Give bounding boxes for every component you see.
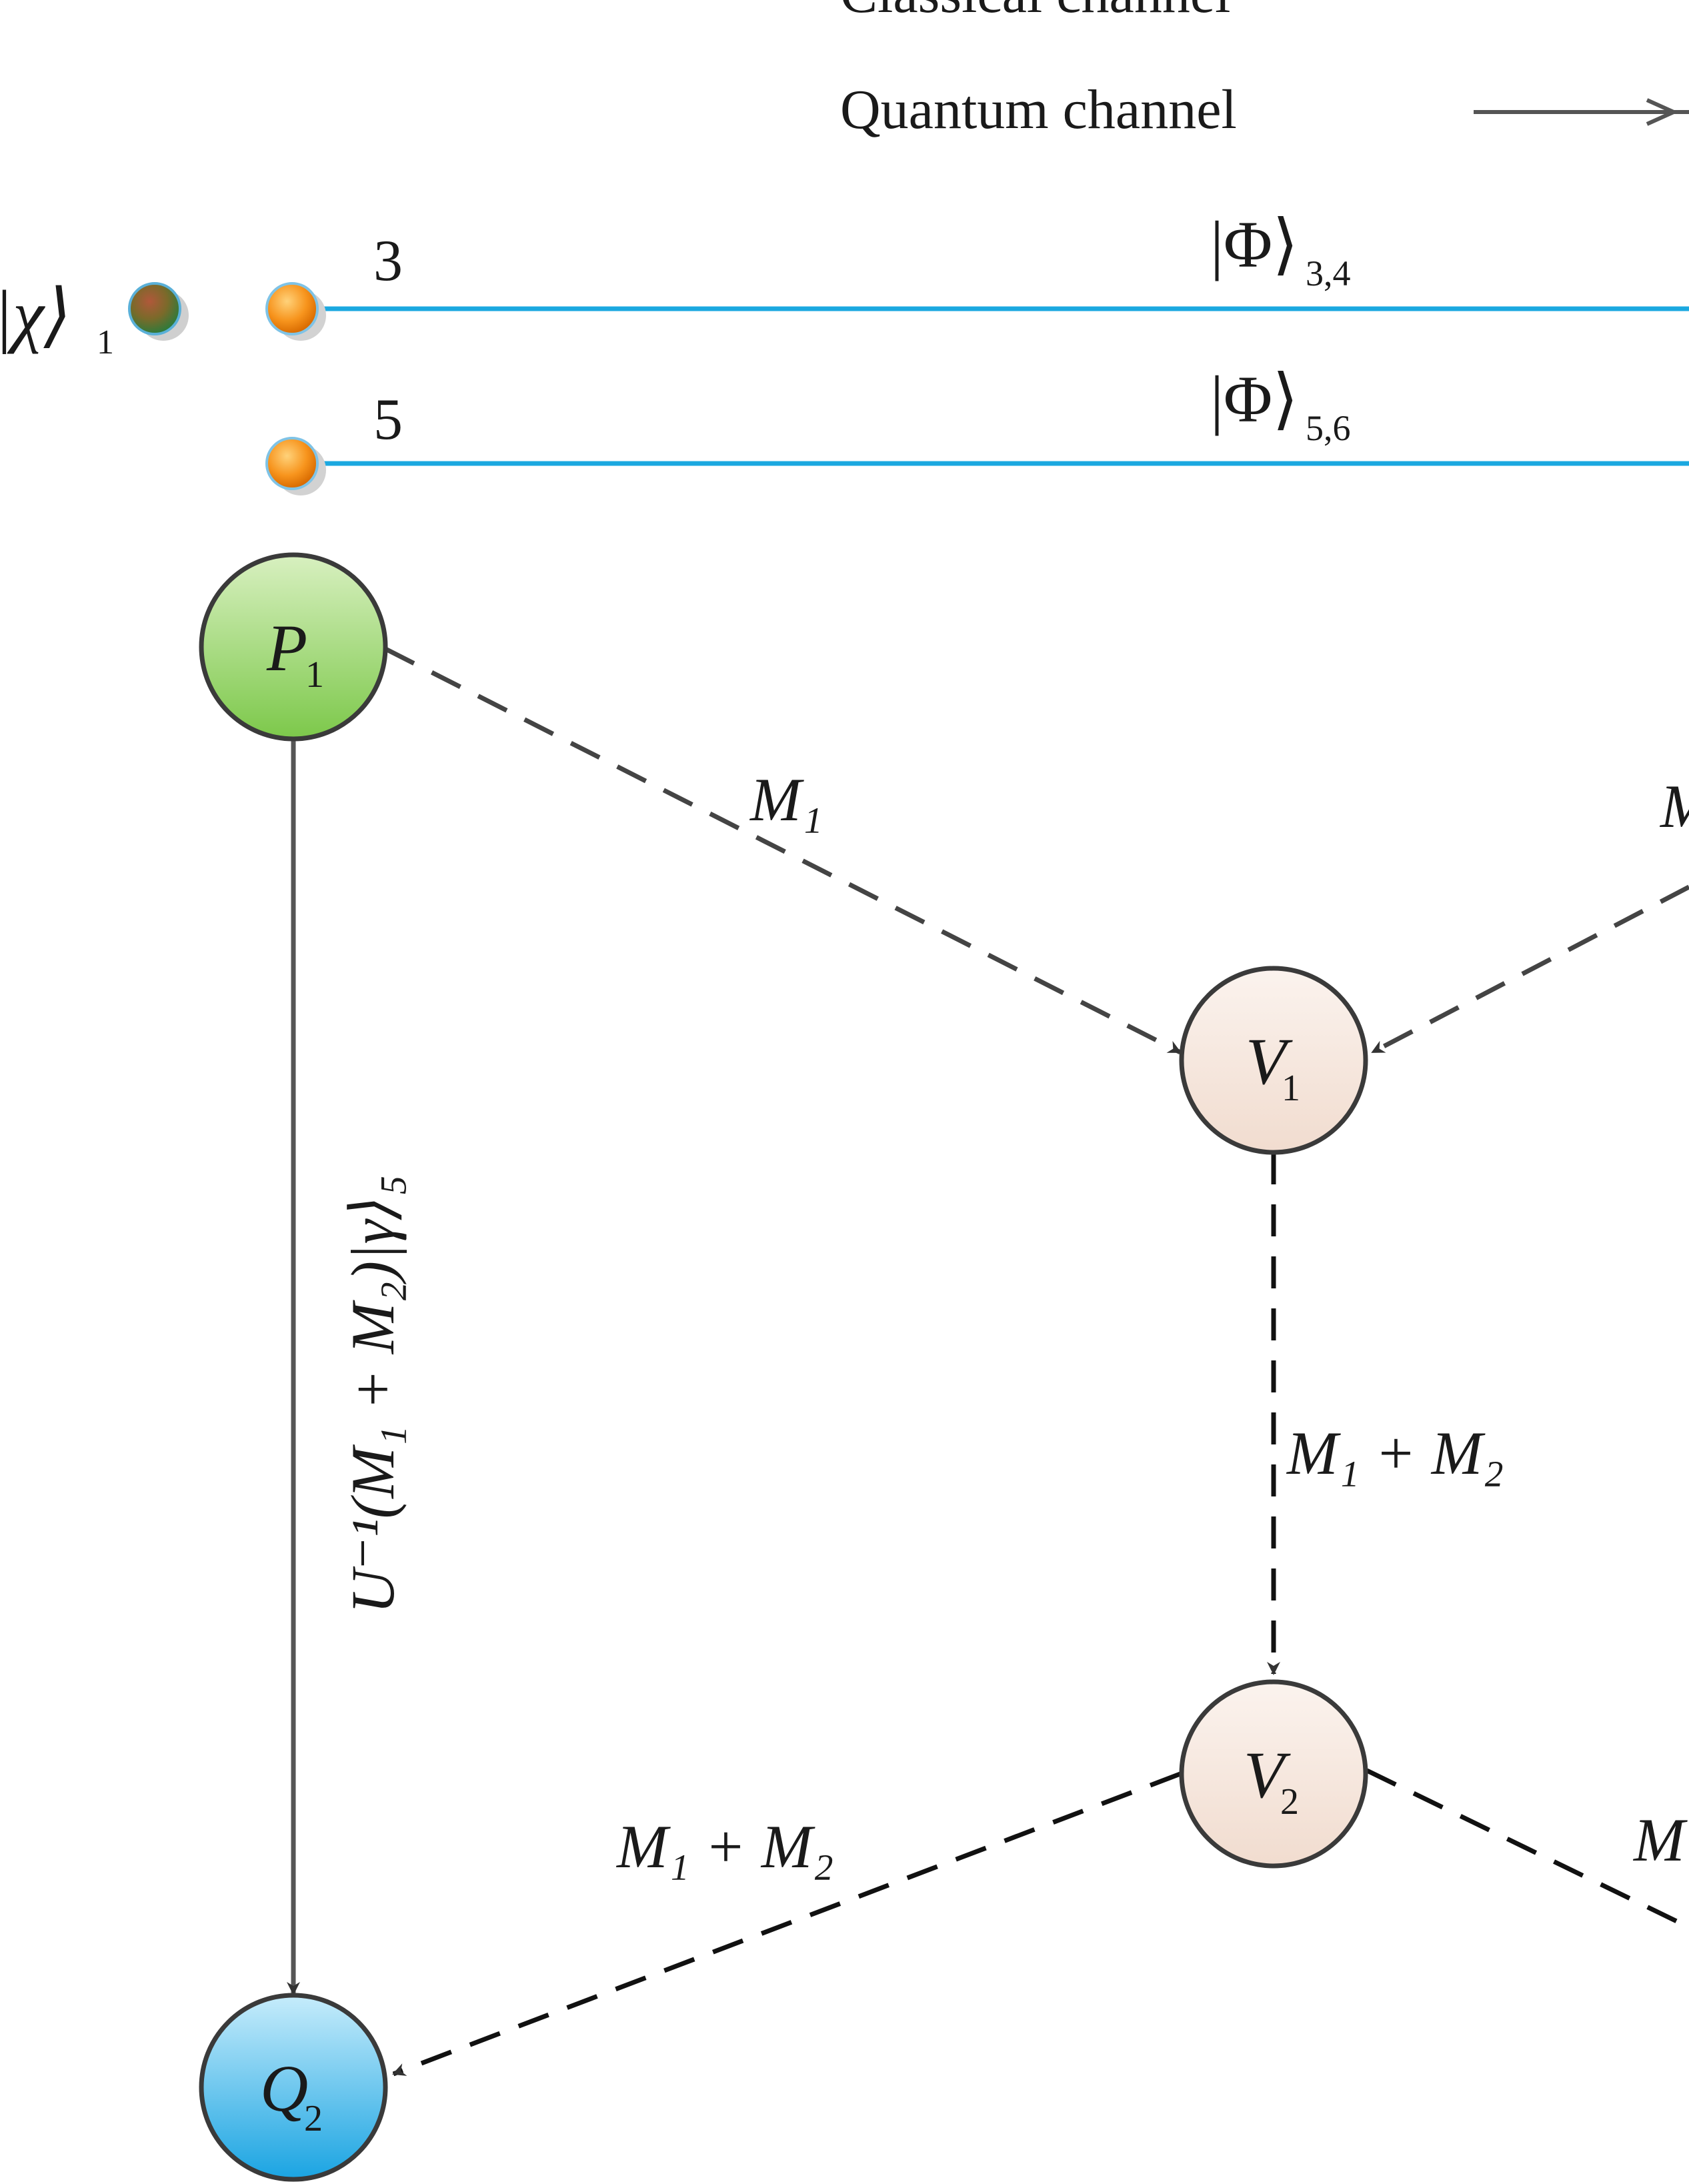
node-v1: V 1 [1179, 966, 1368, 1155]
label-v1-v2: M₁ + M₂ [1286, 1419, 1504, 1487]
particle-5-dot [265, 437, 319, 490]
node-v2-circle [1179, 1679, 1368, 1869]
legend-quantum-arrowhead [1646, 98, 1679, 126]
chi-state-label: |χ⟩ [0, 276, 71, 354]
node-v1-subscript: 1 [1282, 1068, 1300, 1109]
nodes: P 1 V 1 V 2 Q 2 [199, 552, 1368, 2182]
node-v2: V 2 [1179, 1679, 1368, 1869]
edge-v2-to-q2 [392, 1771, 1182, 2077]
node-q2-circle [199, 1993, 388, 2182]
node-p1-letter: P [266, 611, 307, 685]
node-v1-letter: V [1246, 1024, 1293, 1098]
phi-3-4-label: |Φ⟩ [1210, 207, 1298, 281]
label-p1-q2: U⁻¹(M₁ + M₂)|γ⟩₅ [339, 1174, 407, 1614]
phi-5-6-subscript: 5,6 [1306, 408, 1351, 448]
legend-quantum-label: Quantum channel [840, 79, 1237, 141]
node-p1: P 1 [199, 552, 388, 742]
legend-classical-label: Classical channel [840, 0, 1230, 25]
qubit-3-label: 3 [373, 229, 403, 293]
chi-particle-dot [128, 282, 181, 335]
label-v2-q2: M₁ + M₂ [615, 1813, 833, 1881]
edge-right-to-v1 [1371, 884, 1689, 1055]
label-right-v1-partial: M [1659, 772, 1689, 840]
particles: |χ⟩ 1 [0, 276, 326, 495]
node-p1-circle [199, 552, 388, 742]
phi-3-4-subscript: 3,4 [1306, 253, 1351, 293]
node-q2: Q 2 [199, 1993, 388, 2182]
node-q2-subscript: 2 [304, 2098, 323, 2139]
label-p1-v1: M₁ [749, 766, 823, 834]
chi-state-subscript: 1 [97, 323, 114, 361]
quantum-channels: |Φ⟩ 3,4 |Φ⟩ 5,6 3 5 [292, 207, 1689, 466]
legend: Classical channel Quantum channel [840, 0, 1689, 141]
label-v2-right-partial: M [1632, 1806, 1688, 1874]
phi-5-6-label: |Φ⟩ [1210, 362, 1298, 436]
edge-v2-to-right [1366, 1768, 1689, 1930]
particle-3-dot [265, 282, 319, 335]
node-p1-subscript: 1 [305, 654, 324, 696]
node-v2-subscript: 2 [1280, 1781, 1299, 1823]
edge-labels: M₁ M M₁ + M₂ M₁ + M₂ M U⁻¹(M₁ + M₂)|γ⟩₅ [339, 766, 1689, 1881]
edge-p1-to-v1 [384, 646, 1182, 1055]
qubit-5-label: 5 [373, 387, 403, 452]
node-v1-circle [1179, 966, 1368, 1155]
node-q2-letter: Q [260, 2051, 308, 2125]
node-v2-letter: V [1244, 1738, 1291, 1812]
edges [287, 646, 1689, 2077]
